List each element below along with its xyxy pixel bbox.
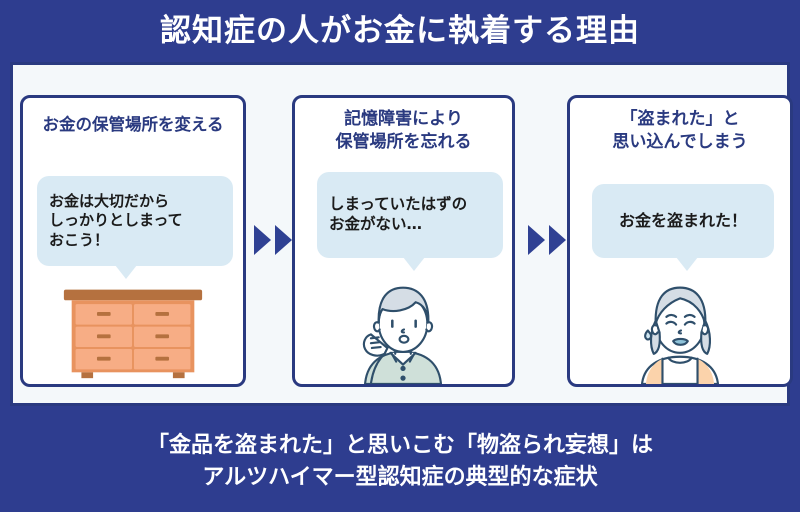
step-panel-2: 記憶障害により 保管場所を忘れる しまっていたはずの お金がない… [292,95,515,387]
footer-line-2: アルツハイマー型認知症の典型的な症状 [202,465,598,490]
panel-3-heading: 「盗まれた」と 思い込んでしまう [612,109,748,152]
chest-of-drawers-illustration [23,269,243,384]
chevron-right-icon [254,225,271,255]
distressed-elderly-woman-illustration [570,269,790,384]
content-card: お金の保管場所を変える お金は大切だから しっかりとしまって おこう！ [10,62,793,406]
chevron-right-icon [275,225,292,255]
panel-1-bubble-text: お金は大切だから しっかりとしまって おこう！ [49,192,183,249]
chevron-right-icon [528,225,545,255]
panel-3-bubble-text: お金を盗まれた！ [618,210,747,230]
panel-2-speech-bubble: しまっていたはずの お金がない… [317,172,503,271]
panel-1-heading: お金の保管場所を変える [42,115,224,134]
page-title: 認知症の人がお金に執着する理由 [160,12,640,49]
chevron-right-icon [549,225,566,255]
panel-1-speech-bubble: お金は大切だから しっかりとしまって おこう！ [37,176,233,279]
panel-2-bubble-text: しまっていたはずの お金がない… [329,195,468,233]
step-panel-3: 「盗まれた」と 思い込んでしまう お金を盗まれた！ [567,95,793,387]
panel-3-speech-bubble: お金を盗まれた！ [592,184,774,271]
panel-2-heading: 記憶障害により 保管場所を忘れる [335,109,472,152]
worried-elderly-woman-illustration [295,269,512,384]
footer-summary: 「金品を盗まれた」と思いこむ「物盗られ妄想」は アルツハイマー型認知症の典型的な… [0,412,800,512]
step-panel-1: お金の保管場所を変える お金は大切だから しっかりとしまって おこう！ [20,95,246,387]
footer-line-1: 「金品を盗まれた」と思いこむ「物盗られ妄想」は [146,433,653,459]
arrow-group-2 [528,225,566,255]
header-bar: 認知症の人がお金に執着する理由 [0,0,800,62]
arrow-group-1 [254,225,292,255]
